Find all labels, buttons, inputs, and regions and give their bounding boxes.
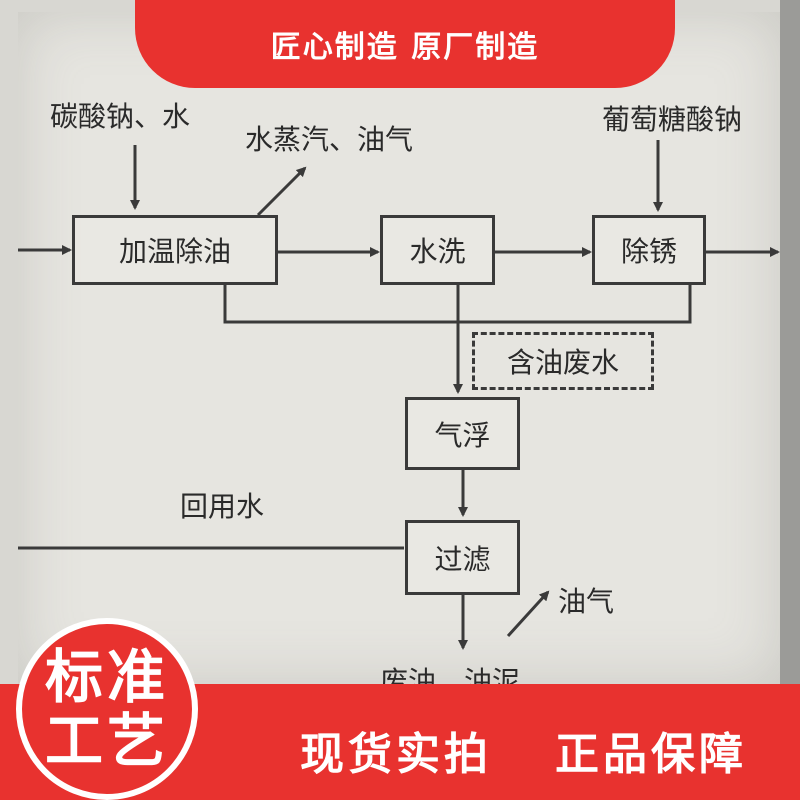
input-gluconate-label: 葡萄糖酸钠 [602,98,742,138]
step-rust-removal-label: 除锈 [621,230,677,270]
footer-right-text: 正品保障 [555,718,747,782]
oily-wastewater-box: 含油废水 [472,332,654,390]
step-heat-degrease: 加温除油 [72,215,278,285]
vapor-label: 水蒸汽、油气 [245,118,413,158]
arrow-oil-gas [508,592,548,636]
footer-left-text: 现货实拍 [300,718,492,782]
step-heat-degrease-label: 加温除油 [119,230,231,270]
step-air-flotation-label: 气浮 [434,414,490,454]
step-filtration: 过滤 [405,520,520,595]
oil-gas-label: 油气 [558,580,614,620]
top-banner-text: 匠心制造 原厂制造 [271,22,539,66]
arrow-vapor [258,168,305,215]
top-banner: 匠心制造 原厂制造 [135,0,675,88]
step-rust-removal: 除锈 [592,215,706,285]
step-water-wash-label: 水洗 [409,230,465,270]
input-chemicals-label: 碳酸钠、水 [50,95,190,135]
recycled-water-label: 回用水 [180,485,264,525]
badge-line2: 工艺 [45,709,169,773]
step-air-flotation: 气浮 [405,397,520,470]
oily-wastewater-label: 含油废水 [507,341,619,381]
standard-process-badge: 标准 工艺 [16,618,198,800]
badge-line1: 标准 [45,645,169,709]
step-filtration-label: 过滤 [434,538,490,578]
step-water-wash: 水洗 [380,215,495,285]
